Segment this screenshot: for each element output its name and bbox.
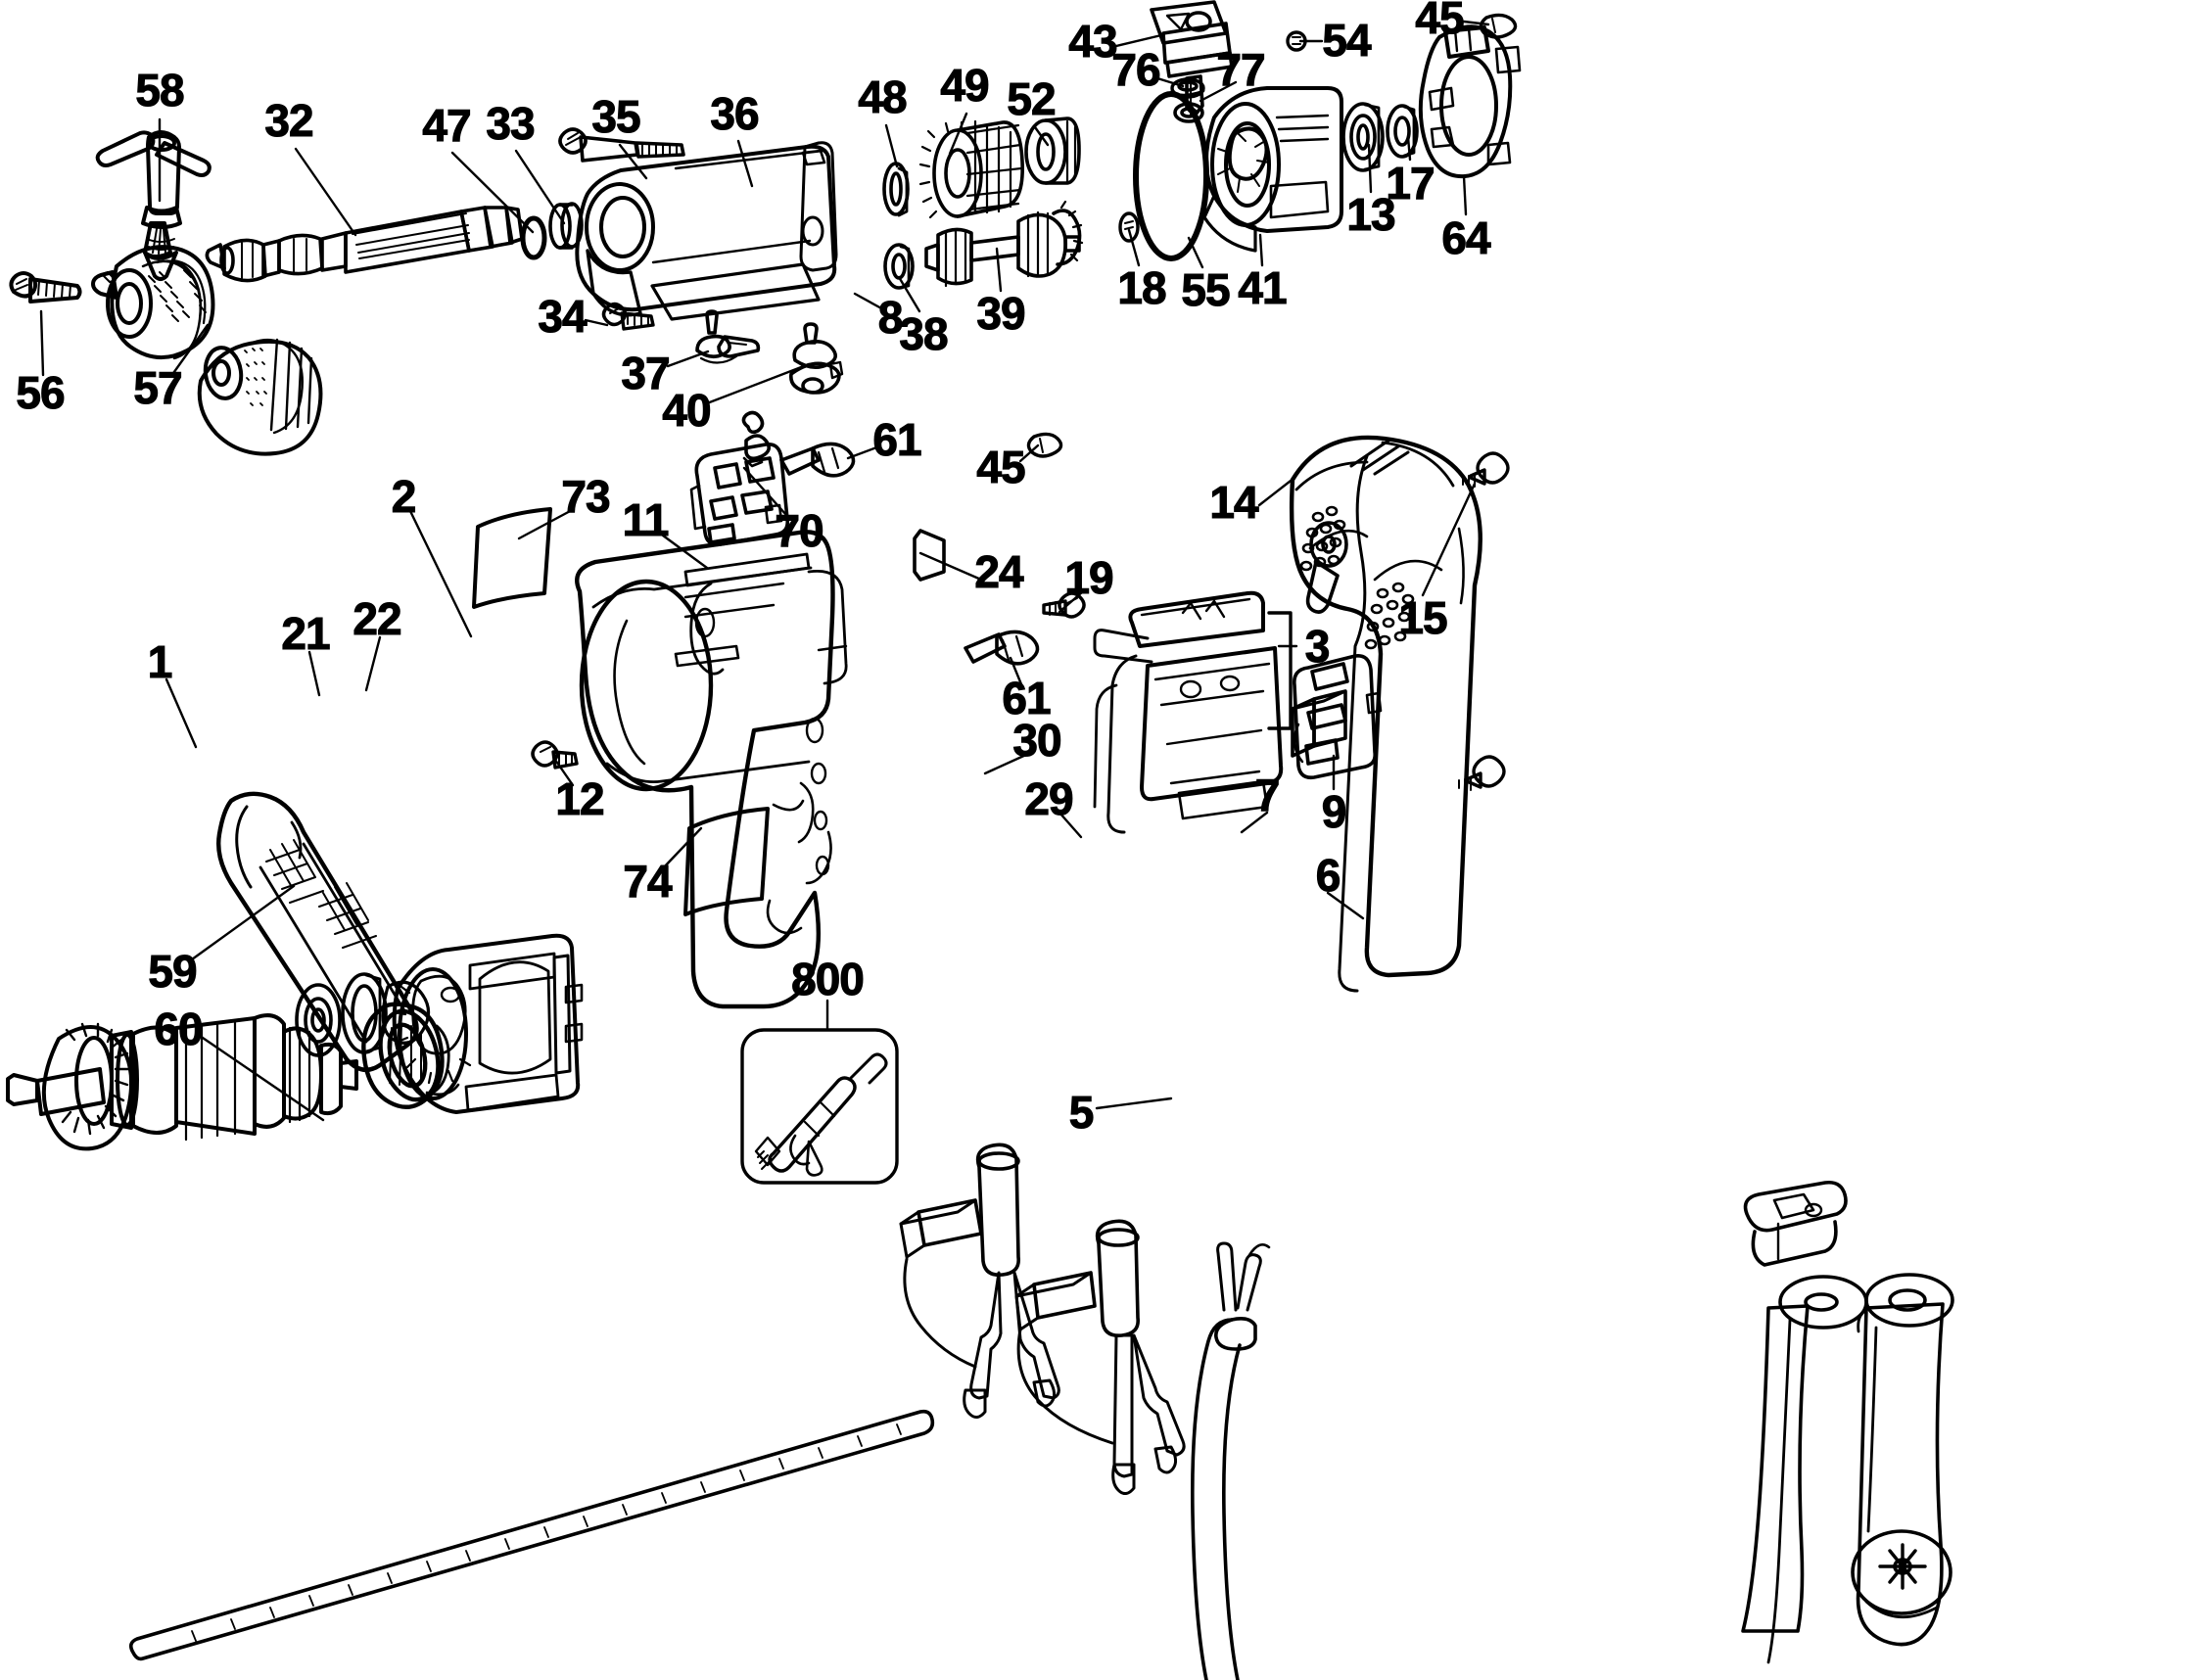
part-motor-housing (575, 530, 848, 1009)
callout-motor-housing[interactable]: 11 (622, 494, 670, 545)
part-o-ring-small-77 (1173, 102, 1204, 123)
part-chuck-retaining-screw (9, 271, 82, 303)
callout-mode-lever[interactable]: 37 (621, 348, 671, 398)
callout-o-ring-small[interactable]: 77 (1216, 44, 1266, 95)
callout-field-screw[interactable]: 12 (555, 773, 605, 824)
callout-cluster-gear[interactable]: 49 (940, 60, 990, 111)
callout-cord-protector[interactable]: 6 (1315, 850, 1341, 901)
part-cord-clamp (1743, 1180, 1848, 1267)
callout-nameplate-lower[interactable]: 74 (623, 856, 673, 907)
part-mode-selector-knob (1150, 0, 1234, 117)
part-nameplate-upper (472, 507, 552, 609)
callout-thrust-washer[interactable]: 48 (858, 71, 908, 122)
callout-terminal-block[interactable]: 9 (1321, 786, 1347, 837)
callout-brush-holder[interactable]: 70 (775, 505, 824, 556)
callout-power-cord[interactable]: 5 (1068, 1087, 1095, 1138)
part-switch-bracket (1267, 611, 1293, 730)
part-baffle-bracket (1418, 24, 1522, 179)
callout-cord-clamp[interactable]: 7 (1254, 770, 1281, 820)
callout-rubber-bearing-mount[interactable]: 22 (353, 593, 402, 644)
part-suppressor-short (1014, 1219, 1186, 1495)
callout-baffle-bracket[interactable]: 64 (1441, 212, 1491, 263)
part-gear-case-housing (575, 141, 838, 321)
callout-depth-rod[interactable]: 60 (154, 1003, 204, 1054)
callout-field-assembly[interactable]: 2 (391, 471, 417, 522)
callout-suppressor-long[interactable]: 30 (1012, 715, 1062, 766)
callout-retaining-ring[interactable]: 18 (1117, 262, 1167, 313)
callout-gasket-o-ring[interactable]: 55 (1181, 264, 1231, 315)
callout-pinion-shaft[interactable]: 39 (976, 288, 1026, 339)
part-nameplate-lower (683, 807, 770, 916)
part-pinion-shaft (924, 200, 1084, 288)
callout-handle-cover-half[interactable]: 14 (1209, 477, 1259, 528)
part-spindle-shaft (205, 206, 524, 283)
callout-bearing-ring[interactable]: 21 (281, 608, 331, 659)
callout-bearing-washer[interactable]: 17 (1386, 158, 1435, 209)
part-handle-screw-15b (1458, 755, 1506, 791)
callout-field-end-cap[interactable]: 41 (1238, 262, 1288, 313)
callout-o-ring[interactable]: 47 (422, 100, 472, 151)
callout-ball-bearing[interactable]: 13 (1346, 189, 1396, 240)
part-trigger-switch (1093, 590, 1284, 834)
callout-handle-screw[interactable]: 15 (1398, 592, 1448, 643)
callout-chuck-retaining-screw[interactable]: 56 (16, 367, 66, 418)
callout-chuck-assembly[interactable]: 57 (133, 362, 183, 413)
part-suppressor-long (899, 1143, 1060, 1419)
part-keyed-chuck (91, 245, 215, 360)
part-field-end-cap (1202, 86, 1343, 253)
callout-long-screw[interactable]: 35 (591, 91, 641, 142)
callout-trigger-switch[interactable]: 3 (1304, 621, 1331, 672)
callout-spindle-shaft[interactable]: 32 (264, 95, 314, 146)
part-depth-rod (128, 1409, 935, 1661)
callout-rubber-bumper[interactable]: 45 (1415, 0, 1465, 43)
callout-nameplate-upper[interactable]: 73 (561, 471, 611, 522)
callout-depth-stop-clamp[interactable]: 40 (662, 385, 712, 436)
callout-gear-case-housing[interactable]: 36 (710, 88, 760, 139)
callout-armature[interactable]: 1 (147, 636, 173, 687)
callout-ratchet-washer[interactable]: 52 (1007, 73, 1057, 124)
callout-carbon-brush-lower[interactable]: 61 (1002, 673, 1052, 723)
part-screw-34 (601, 302, 655, 331)
part-lubricant-kit (740, 1028, 899, 1185)
part-terminal-block-9 (1291, 689, 1347, 758)
callout-side-handle[interactable]: 59 (148, 946, 198, 997)
part-chuck-key (95, 130, 212, 281)
callout-washer[interactable]: 38 (899, 308, 949, 359)
part-cord-protector-b (1851, 1273, 1954, 1647)
callout-retaining-washer[interactable]: 33 (486, 98, 536, 149)
callout-suppressor-short[interactable]: 29 (1024, 773, 1074, 824)
callout-flat-washer[interactable]: 76 (1111, 44, 1161, 95)
part-ball-bearing-13 (1341, 102, 1385, 172)
callout-bearing[interactable]: 8 (877, 292, 904, 343)
callout-mode-selector-knob[interactable]: 43 (1068, 16, 1118, 67)
callout-screw[interactable]: 34 (538, 291, 588, 342)
part-field-assembly (392, 933, 584, 1114)
callout-chuck-key[interactable]: 58 (135, 65, 185, 116)
callout-rubber-bumper-2[interactable]: 45 (976, 442, 1026, 492)
part-handle-cover-half (1289, 435, 1482, 993)
callout-roll-pin[interactable]: 54 (1322, 15, 1372, 66)
callout-carbon-brush-upper[interactable]: 61 (872, 414, 922, 465)
callout-lubricant-kit[interactable]: 800 (791, 954, 866, 1004)
callout-lock-lever-assembly[interactable]: 24 (974, 546, 1024, 597)
callout-switch-screw[interactable]: 19 (1064, 552, 1114, 603)
part-power-cord (1191, 1241, 1271, 1680)
part-carbon-brush-upper (741, 410, 856, 478)
